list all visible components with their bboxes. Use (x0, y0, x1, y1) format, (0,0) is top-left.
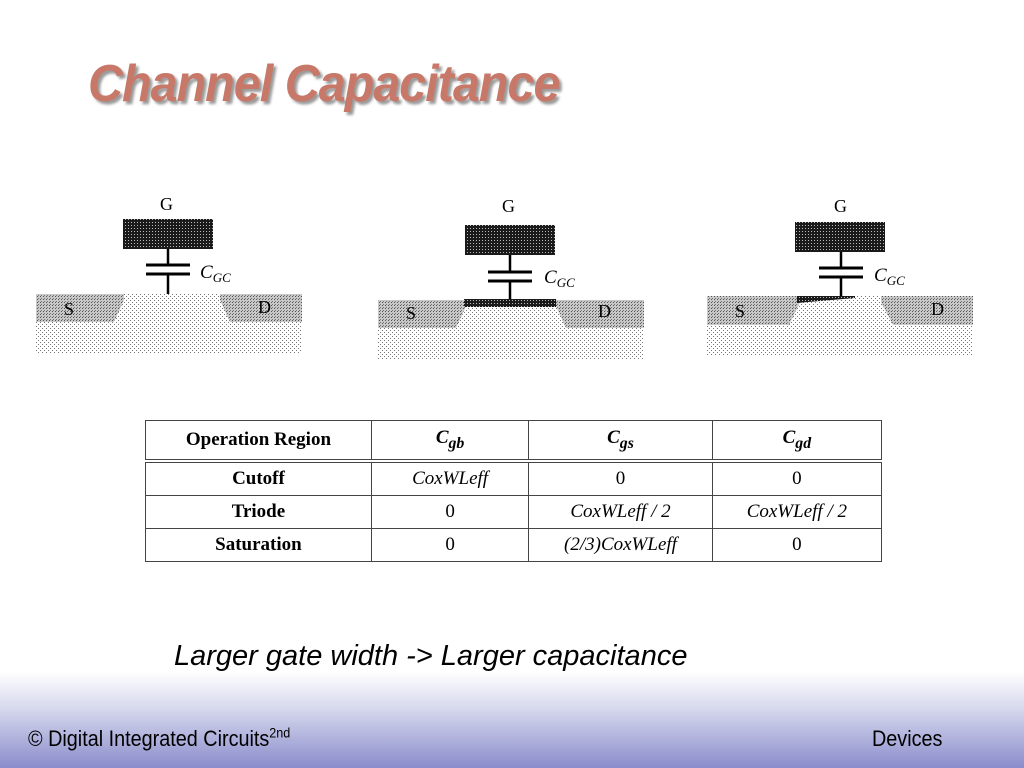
cgd-cell: 0 (711, 528, 883, 562)
header-cgs: Cgs (528, 420, 713, 463)
drain-label: D (598, 301, 611, 321)
source-region (36, 294, 124, 322)
drain-region (556, 300, 644, 328)
cgb-cell: CoxWLeff (370, 460, 530, 496)
source-region (378, 300, 466, 328)
cgd-cell: 0 (711, 460, 883, 496)
gate-label: G (502, 196, 515, 216)
cgd-cell: CoxWLeff / 2 (711, 495, 883, 529)
cgb-cell: 0 (370, 528, 530, 562)
cgc-label: CGC (200, 262, 231, 285)
slide-caption: Larger gate width -> Larger capacitance (174, 640, 688, 672)
gate (795, 222, 885, 252)
cgs-cell: 0 (528, 460, 713, 496)
drain-region (881, 296, 973, 325)
table-header-row: Operation Region Cgb Cgs Cgd (145, 420, 883, 463)
cgc-label: CGC (874, 265, 905, 288)
gate (465, 225, 555, 255)
header-cgb: Cgb (370, 420, 530, 463)
region-cell: Cutoff (145, 460, 372, 496)
inversion-channel (464, 299, 556, 307)
cgb-cell: 0 (370, 495, 530, 529)
gate-label: G (834, 196, 847, 216)
gate-label: G (160, 194, 173, 214)
footer-section: Devices (872, 726, 943, 751)
gate (123, 219, 213, 249)
slide-title: Channel Capacitance (88, 55, 560, 113)
source-label: S (735, 301, 745, 321)
drain-label: D (258, 297, 271, 317)
cgs-cell: (2/3)CoxWLeff (528, 528, 713, 562)
pinched-channel (797, 296, 855, 303)
table-row: Triode 0 CoxWLeff / 2 CoxWLeff / 2 (145, 495, 883, 529)
cgs-cell: CoxWLeff / 2 (528, 495, 713, 529)
region-cell: Triode (145, 495, 372, 529)
drain-region (220, 294, 302, 322)
header-operation-region: Operation Region (145, 420, 372, 463)
header-cgd: Cgd (711, 420, 883, 463)
source-region (707, 296, 800, 325)
source-label: S (64, 299, 74, 319)
drain-label: D (931, 299, 944, 319)
transistor-diagram-triode: G CGC S D (376, 188, 646, 363)
table-row: Cutoff CoxWLeff 0 0 (145, 460, 883, 496)
source-label: S (406, 303, 416, 323)
capacitance-table: Operation Region Cgb Cgs Cgd Cutoff CoxW… (145, 420, 883, 562)
transistor-diagram-cutoff: G CGC S D (34, 188, 304, 358)
cgc-label: CGC (544, 267, 575, 290)
region-cell: Saturation (145, 528, 372, 562)
table-row: Saturation 0 (2/3)CoxWLeff 0 (145, 528, 883, 562)
transistor-diagram-saturation: G CGC S D (705, 188, 975, 363)
footer-copyright: © Digital Integrated Circuits2nd (28, 724, 291, 751)
footer-bar: © Digital Integrated Circuits2nd Devices (0, 672, 1024, 768)
